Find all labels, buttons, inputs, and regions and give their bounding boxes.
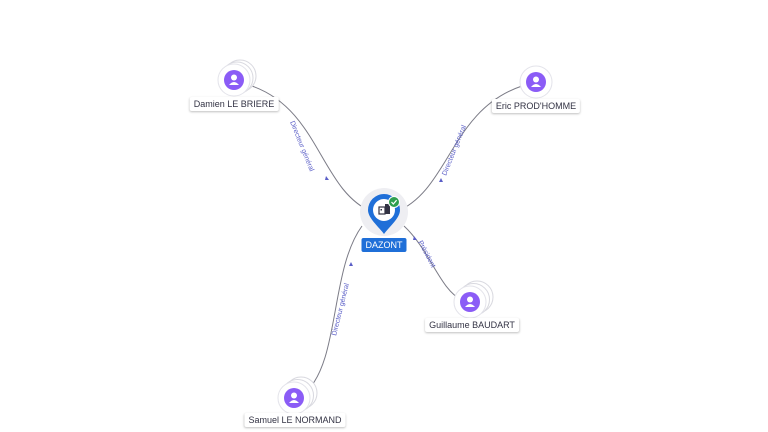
company-node[interactable] [360,188,408,236]
person-name-damien[interactable]: Damien LE BRIERE [189,97,279,111]
arrow-damien [325,176,329,180]
person-node-samuel[interactable] [277,376,318,415]
company-name[interactable]: DAZONT [361,238,407,252]
verified-badge-icon [388,196,400,208]
person-name-eric[interactable]: Eric PROD'HOMME [491,99,581,113]
person-name-samuel[interactable]: Samuel LE NORMAND [244,413,346,427]
edge-eric [395,85,523,213]
person-node-damien[interactable] [217,59,257,97]
edge-samuel [305,225,363,393]
person-node-eric[interactable] [519,65,553,99]
edge-label-damien: Directeur général [288,120,315,173]
building-icon [378,204,390,215]
person-icon [284,388,304,408]
person-icon [460,292,480,312]
person-name-guillaume[interactable]: Guillaume BAUDART [425,318,519,332]
person-icon [224,70,244,90]
edge-label-samuel: Directeur général [331,282,351,336]
arrow-eric [439,178,443,182]
arrow-guillaume [413,236,417,240]
edge-label-eric: Directeur général [441,124,468,177]
edge-label-guillaume: Président [416,240,436,269]
arrow-samuel [349,262,353,266]
person-icon [526,72,546,92]
person-node-guillaume[interactable] [453,280,494,319]
